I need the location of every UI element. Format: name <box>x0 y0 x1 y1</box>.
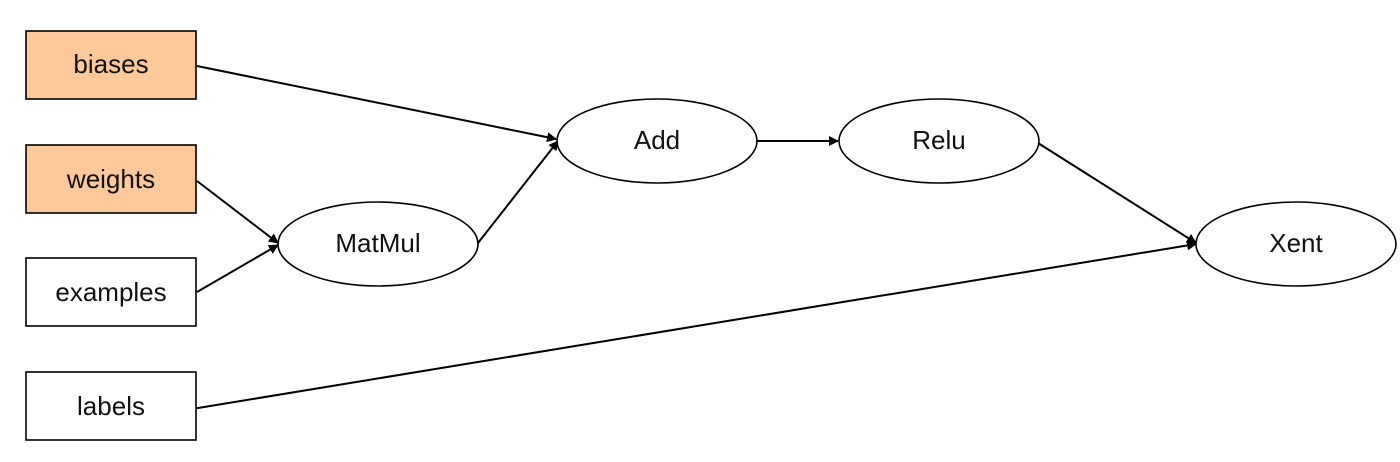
node-labels: labels <box>25 371 197 441</box>
node-biases-box <box>25 30 197 100</box>
node-matmul-ellipse <box>277 201 479 287</box>
node-matmul: MatMul <box>277 201 479 287</box>
node-xent-ellipse <box>1195 201 1397 287</box>
node-matmul-label: MatMul <box>335 228 420 258</box>
node-relu: Relu <box>838 98 1040 184</box>
node-xent-label: Xent <box>1269 228 1323 258</box>
node-labels-box <box>25 371 197 441</box>
node-xent: Xent <box>1195 201 1397 287</box>
node-add-ellipse <box>556 98 758 184</box>
node-weights-box <box>25 144 197 214</box>
edge-relu-to-xent <box>1037 142 1197 244</box>
node-relu-ellipse <box>838 98 1040 184</box>
node-examples-box <box>25 257 197 327</box>
edge-labels-to-xent <box>191 240 1197 410</box>
edge-weights-to-matmul <box>196 180 279 244</box>
node-add: Add <box>556 98 758 184</box>
edges <box>191 65 1197 410</box>
edge-biases-to-add <box>196 65 557 143</box>
node-weights: weights <box>25 144 197 214</box>
node-examples-label: examples <box>55 277 166 307</box>
node-relu-label: Relu <box>912 125 965 155</box>
node-biases-label: biases <box>73 49 148 79</box>
edge-matmul-to-add <box>477 140 559 244</box>
edge-examples-to-matmul <box>196 244 279 293</box>
node-examples: examples <box>25 257 197 327</box>
node-labels-label: labels <box>77 391 145 421</box>
node-weights-label: weights <box>66 164 155 194</box>
node-add-label: Add <box>634 125 680 155</box>
node-biases: biases <box>25 30 197 100</box>
